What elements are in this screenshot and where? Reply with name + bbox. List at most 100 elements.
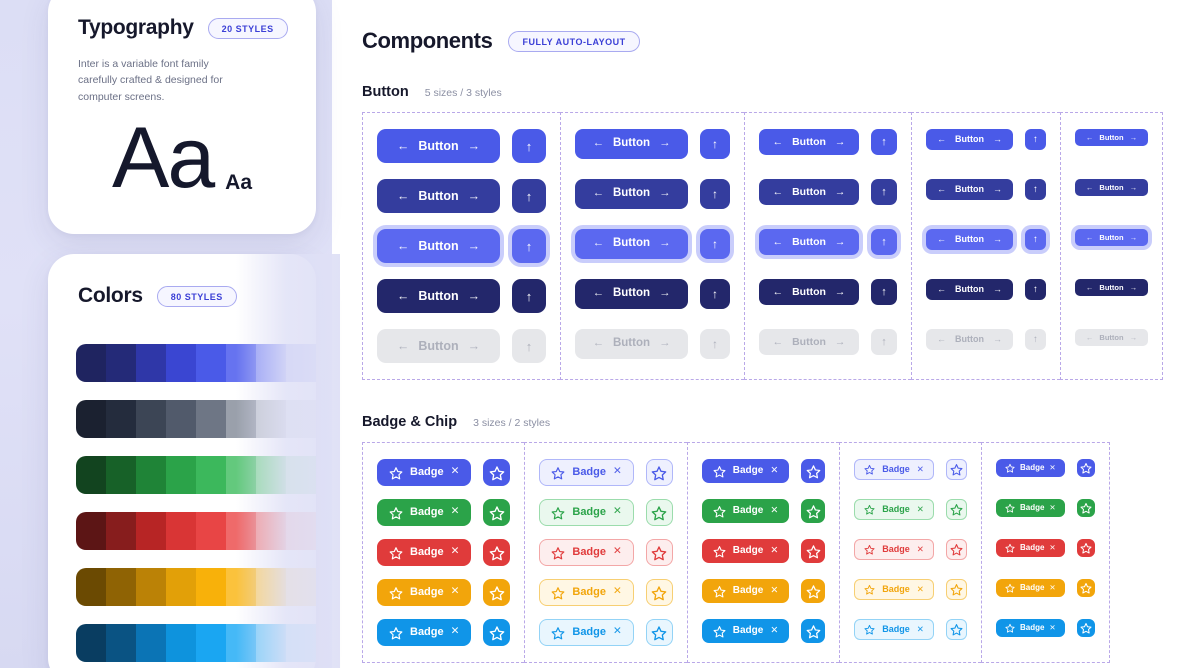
color-swatch[interactable] [136,568,166,606]
badge-green-soft[interactable]: Badge✕ [539,499,634,526]
close-icon[interactable]: ✕ [916,584,924,595]
button-pressed[interactable]: ←Button→ [1075,279,1148,296]
color-swatch[interactable] [76,400,106,438]
badge-icon-green-solid[interactable] [1076,499,1095,517]
close-icon[interactable]: ✕ [770,625,779,637]
badge-indigo-solid[interactable]: Badge✕ [701,459,790,483]
close-icon[interactable]: ✕ [1049,463,1056,473]
button-pressed[interactable]: ←Button→ [377,279,500,313]
badge-amber-soft[interactable]: Badge✕ [539,579,634,606]
icon-button-default[interactable]: ↑ [1025,129,1046,150]
badge-icon-indigo-soft[interactable] [945,459,967,480]
button-disabled[interactable]: ←Button→ [759,329,859,355]
button-focus[interactable]: ←Button→ [575,229,688,259]
badge-icon-amber-solid[interactable] [1076,579,1095,597]
badge-icon-amber-solid[interactable] [801,579,826,603]
close-icon[interactable]: ✕ [770,545,779,557]
badge-red-solid[interactable]: Badge✕ [701,539,790,563]
button-hover[interactable]: ←Button→ [575,179,688,209]
color-swatch[interactable] [166,624,196,662]
badge-icon-amber-solid[interactable] [483,579,511,606]
color-swatch[interactable] [76,624,106,662]
close-icon[interactable]: ✕ [770,505,779,517]
badge-icon-green-soft[interactable] [945,499,967,520]
icon-button-pressed[interactable]: ↑ [1025,279,1046,300]
badge-red-solid[interactable]: Badge✕ [995,539,1065,557]
badge-icon-red-solid[interactable] [801,539,826,563]
close-icon[interactable]: ✕ [916,544,924,555]
color-swatch[interactable] [256,624,286,662]
color-swatch[interactable] [136,344,166,382]
close-icon[interactable]: ✕ [450,546,460,558]
color-swatch[interactable] [226,624,256,662]
badge-amber-solid[interactable]: Badge✕ [995,579,1065,597]
icon-button-pressed[interactable]: ↑ [700,279,730,309]
button-pressed[interactable]: ←Button→ [759,279,859,305]
close-icon[interactable]: ✕ [1049,503,1056,513]
badge-indigo-soft[interactable]: Badge✕ [539,459,634,486]
color-swatch[interactable] [106,512,136,550]
close-icon[interactable]: ✕ [1049,583,1056,593]
close-icon[interactable]: ✕ [916,504,924,515]
icon-button-disabled[interactable]: ↑ [700,329,730,359]
color-swatch[interactable] [286,400,316,438]
color-swatch[interactable] [136,400,166,438]
color-swatch[interactable] [286,512,316,550]
icon-button-disabled[interactable]: ↑ [512,329,546,363]
color-swatch[interactable] [226,400,256,438]
icon-button-pressed[interactable]: ↑ [512,279,546,313]
close-icon[interactable]: ✕ [613,466,622,478]
color-swatch[interactable] [166,456,196,494]
button-disabled[interactable]: ←Button→ [926,329,1013,350]
color-swatch[interactable] [166,512,196,550]
badge-blue-soft[interactable]: Badge✕ [854,619,934,640]
button-focus[interactable]: ←Button→ [377,229,500,263]
icon-button-hover[interactable]: ↑ [1025,179,1046,200]
close-icon[interactable]: ✕ [450,586,460,598]
badge-indigo-solid[interactable]: Badge✕ [377,459,472,486]
badge-blue-solid[interactable]: Badge✕ [377,619,472,646]
icon-button-focus[interactable]: ↑ [700,229,730,259]
color-swatch[interactable] [196,344,226,382]
badge-green-solid[interactable]: Badge✕ [995,499,1065,517]
color-swatch[interactable] [166,400,196,438]
color-swatch[interactable] [76,456,106,494]
badge-icon-blue-solid[interactable] [483,619,511,646]
button-default[interactable]: ←Button→ [926,129,1013,150]
color-swatch[interactable] [256,568,286,606]
color-swatch[interactable] [226,568,256,606]
close-icon[interactable]: ✕ [613,626,622,638]
badge-icon-red-solid[interactable] [483,539,511,566]
color-swatch[interactable] [286,568,316,606]
button-default[interactable]: ←Button→ [759,129,859,155]
badge-green-soft[interactable]: Badge✕ [854,499,934,520]
close-icon[interactable]: ✕ [613,546,622,558]
badge-green-solid[interactable]: Badge✕ [377,499,472,526]
close-icon[interactable]: ✕ [613,506,622,518]
icon-button-focus[interactable]: ↑ [512,229,546,263]
badge-red-solid[interactable]: Badge✕ [377,539,472,566]
icon-button-default[interactable]: ↑ [871,129,897,155]
color-swatch[interactable] [196,624,226,662]
close-icon[interactable]: ✕ [916,464,924,475]
badge-icon-blue-soft[interactable] [945,619,967,640]
badge-blue-solid[interactable]: Badge✕ [995,619,1065,637]
badge-indigo-solid[interactable]: Badge✕ [995,459,1065,477]
icon-button-default[interactable]: ↑ [700,129,730,159]
icon-button-hover[interactable]: ↑ [700,179,730,209]
button-hover[interactable]: ←Button→ [926,179,1013,200]
close-icon[interactable]: ✕ [450,466,460,478]
badge-icon-indigo-solid[interactable] [483,459,511,486]
color-swatch[interactable] [106,624,136,662]
badge-icon-green-solid[interactable] [801,499,826,523]
badge-icon-blue-solid[interactable] [1076,619,1095,637]
color-swatch[interactable] [226,512,256,550]
color-swatch[interactable] [76,568,106,606]
close-icon[interactable]: ✕ [770,465,779,477]
badge-amber-solid[interactable]: Badge✕ [377,579,472,606]
badge-icon-blue-soft[interactable] [645,619,673,646]
close-icon[interactable]: ✕ [1049,623,1056,633]
button-disabled[interactable]: ←Button→ [377,329,500,363]
badge-icon-indigo-soft[interactable] [645,459,673,486]
badge-blue-soft[interactable]: Badge✕ [539,619,634,646]
